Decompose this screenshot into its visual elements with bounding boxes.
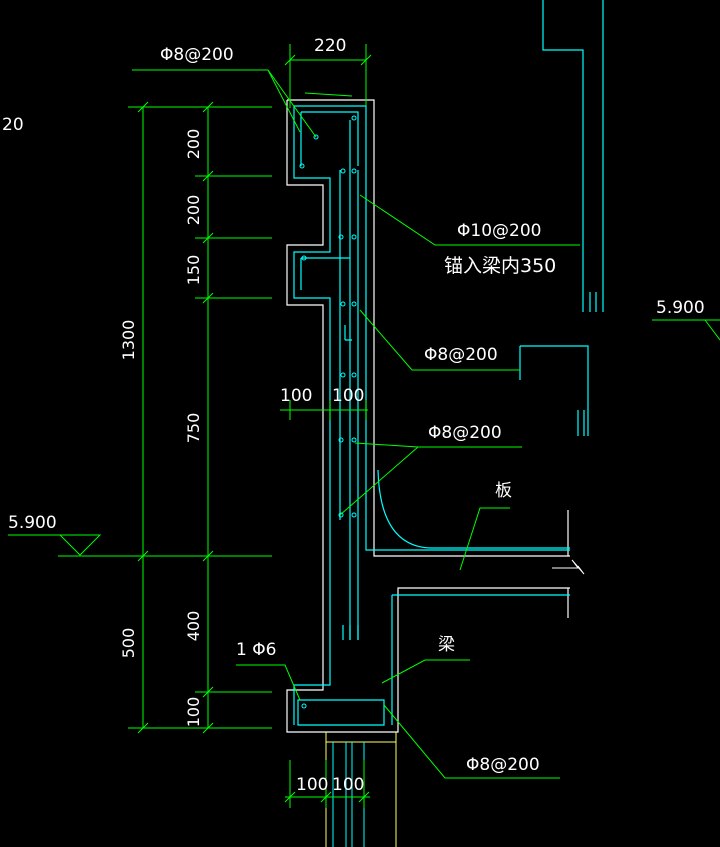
label-single-bar: 1 Φ6 bbox=[236, 640, 276, 660]
label-main-bar: Φ10@200 bbox=[457, 221, 541, 241]
dim-seg-200a: 200 bbox=[184, 129, 203, 160]
label-elev-right: 5.900 bbox=[656, 298, 705, 318]
dim-bot-100a: 100 bbox=[296, 775, 328, 795]
dim-seg-400: 400 bbox=[184, 611, 203, 642]
rebar-lines bbox=[293, 105, 570, 726]
dim-bot-100b: 100 bbox=[332, 775, 364, 795]
label-mid-rebar: Φ8@200 bbox=[424, 345, 498, 365]
dim-seg-200b: 200 bbox=[184, 195, 203, 226]
column-lines bbox=[332, 742, 365, 847]
dim-seg-150: 150 bbox=[184, 255, 203, 286]
dimension-lines bbox=[8, 44, 720, 808]
label-slab: 板 bbox=[495, 481, 512, 501]
parapet-outline bbox=[286, 99, 570, 733]
vertical-dim-labels: 1300 500 200 200 150 750 400 100 bbox=[119, 129, 203, 728]
dim-lower-height: 500 bbox=[119, 628, 138, 659]
label-bottom-rebar: Φ8@200 bbox=[466, 755, 540, 775]
dim-seg-100: 100 bbox=[184, 697, 203, 728]
rebar-dots bbox=[299, 115, 357, 709]
label-elev-left: 5.900 bbox=[8, 513, 57, 533]
labels: Φ8@200 220 20 Φ10@200 锚入梁内350 Φ8@200 Φ8@… bbox=[2, 36, 705, 795]
label-top-rebar: Φ8@200 bbox=[160, 45, 234, 65]
slab-break-line bbox=[552, 559, 585, 575]
label-left-edge: 20 bbox=[2, 115, 24, 135]
label-top-width: 220 bbox=[314, 36, 346, 56]
dim-seg-750: 750 bbox=[184, 413, 203, 444]
dim-mid-100a: 100 bbox=[280, 386, 312, 406]
dim-total-height: 1300 bbox=[119, 320, 138, 361]
label-beam: 梁 bbox=[438, 635, 455, 655]
label-lower-rebar: Φ8@200 bbox=[428, 423, 502, 443]
label-anchor-note: 锚入梁内350 bbox=[444, 255, 556, 277]
dim-mid-100b: 100 bbox=[332, 386, 364, 406]
leader-lines bbox=[132, 69, 580, 779]
upper-wall bbox=[519, 0, 604, 436]
